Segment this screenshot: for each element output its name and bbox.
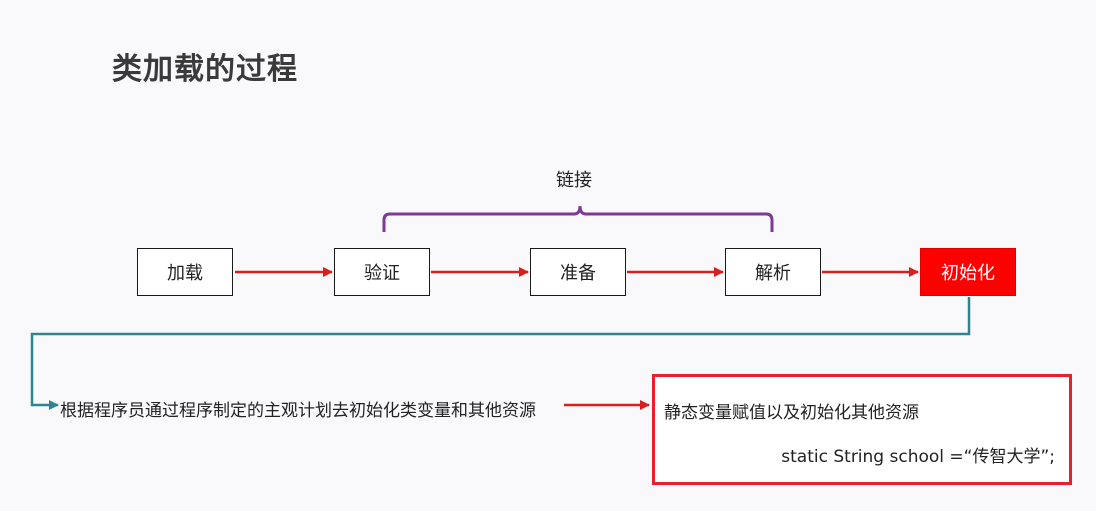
stage-resolve: 解析 [725, 248, 821, 296]
linking-label: 链接 [556, 170, 592, 191]
init-to-description-connector [30, 297, 971, 410]
result-code-example: static String school =“传智大学”; [781, 447, 1055, 467]
result-summary: 静态变量赋值以及初始化其他资源 [664, 403, 919, 423]
stage-prepare: 准备 [530, 248, 626, 296]
page-title: 类加载的过程 [112, 52, 298, 87]
result-box: 静态变量赋值以及初始化其他资源 static String school =“传… [652, 374, 1072, 485]
linking-bracket [382, 205, 774, 232]
stage-verify: 验证 [334, 248, 430, 296]
stage-load: 加载 [137, 248, 233, 296]
initialization-description: 根据程序员通过程序制定的主观计划去初始化类变量和其他资源 [60, 401, 536, 421]
stage-initialize: 初始化 [920, 248, 1016, 296]
